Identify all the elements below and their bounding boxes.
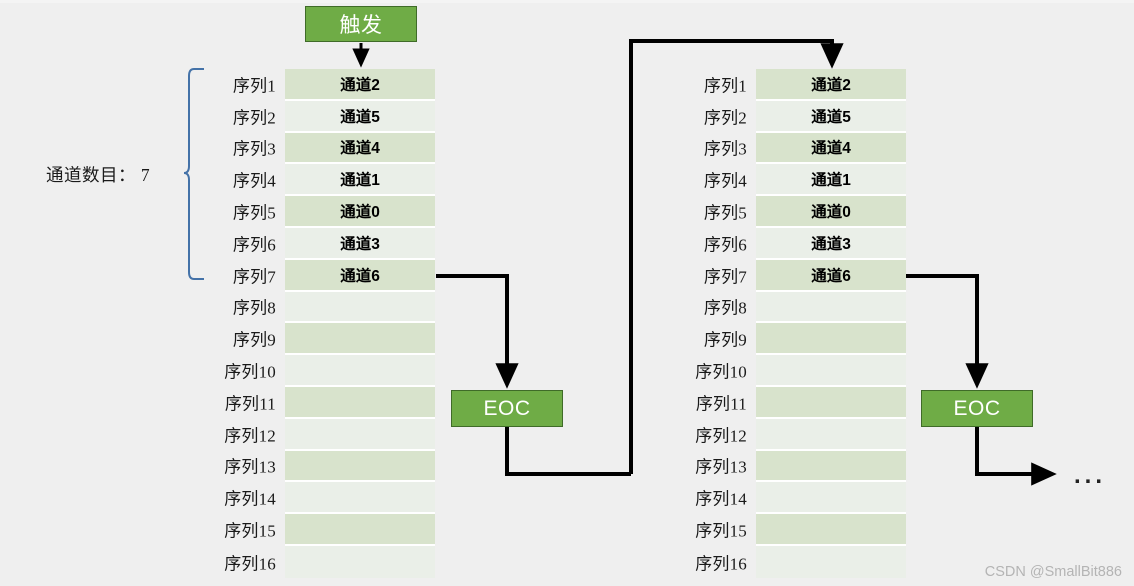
sequence-table-left: 序列1 通道2 序列2 通道5 序列3 通道4 序列4 通道1 序列5 通道0 序列6 通道3 序列7 通… bbox=[224, 69, 435, 578]
sequence-table-right: 序列1 通道2 序列2 通道5 序列3 通道4 序列4 通道1 序列5 通道0 序列6 通道3 序列7 通… bbox=[695, 69, 906, 578]
left-table-row[interactable]: 序列1 通道2 bbox=[233, 69, 435, 101]
right-table-row[interactable]: 序列14 bbox=[695, 482, 906, 515]
right-table-channel-cell: 通道2 bbox=[811, 76, 851, 94]
top-strip bbox=[0, 0, 1134, 3]
right-table-sequence-label: 序列10 bbox=[695, 362, 747, 382]
left-table-sequence-label: 序列1 bbox=[232, 76, 276, 96]
right-table-sequence-label: 序列7 bbox=[703, 267, 747, 287]
left-table-row[interactable]: 序列16 bbox=[224, 545, 435, 578]
right-table-channel-cell: 通道5 bbox=[811, 108, 851, 126]
right-table-row[interactable]: 序列4 通道1 bbox=[704, 164, 906, 197]
right-table-channel-cell: 通道1 bbox=[811, 172, 851, 190]
right-table-row[interactable]: 序列2 通道5 bbox=[704, 100, 906, 133]
right-table-row[interactable]: 序列6 通道3 bbox=[704, 227, 906, 260]
left-table-row[interactable]: 序列15 bbox=[224, 514, 435, 546]
left-table-row[interactable]: 序列8 bbox=[233, 291, 435, 324]
left-table-sequence-label: 序列11 bbox=[224, 394, 276, 414]
left-table-sequence-label: 序列15 bbox=[224, 521, 276, 541]
arrow-eoc-right-to-next bbox=[975, 427, 1057, 486]
eoc-box-left[interactable]: EOC bbox=[451, 390, 563, 427]
right-table-sequence-label: 序列11 bbox=[695, 394, 747, 414]
right-table-sequence-label: 序列13 bbox=[695, 457, 747, 477]
left-table-sequence-label: 序列13 bbox=[224, 457, 276, 477]
channel-count-bracket bbox=[183, 68, 204, 280]
left-table-sequence-label: 序列2 bbox=[232, 108, 276, 128]
left-table-row[interactable]: 序列10 bbox=[224, 355, 435, 387]
line-eoc-left-feedback bbox=[505, 427, 631, 476]
right-table-sequence-label: 序列16 bbox=[695, 554, 747, 574]
right-table-channel-cell: 通道4 bbox=[811, 140, 851, 158]
right-table-row[interactable]: 序列15 bbox=[695, 514, 906, 546]
right-table-channel-cell: 通道0 bbox=[811, 204, 851, 222]
right-table-row[interactable]: 序列16 bbox=[695, 545, 906, 578]
left-table-channel-cell: 通道1 bbox=[340, 172, 380, 190]
right-table-sequence-label: 序列14 bbox=[695, 489, 747, 509]
arrow-left-table-to-eoc bbox=[436, 274, 519, 389]
left-table-sequence-label: 序列10 bbox=[224, 362, 276, 382]
left-table-row[interactable]: 序列14 bbox=[224, 482, 435, 515]
left-table-channel-cell: 通道6 bbox=[340, 267, 380, 285]
left-table-sequence-label: 序列9 bbox=[232, 330, 276, 350]
left-table-row[interactable]: 序列11 bbox=[225, 386, 435, 419]
left-table-sequence-label: 序列12 bbox=[224, 426, 276, 446]
right-table-row[interactable]: 序列13 bbox=[695, 450, 906, 483]
left-table-channel-cell: 通道0 bbox=[340, 204, 380, 222]
left-table-row[interactable]: 序列4 通道1 bbox=[233, 164, 435, 197]
trigger-box[interactable]: 触发 bbox=[305, 6, 417, 42]
right-table-sequence-label: 序列4 bbox=[703, 171, 747, 191]
right-table-sequence-label: 序列12 bbox=[695, 426, 747, 446]
right-table-row[interactable]: 序列8 bbox=[704, 291, 906, 324]
left-table-channel-cell: 通道2 bbox=[340, 76, 380, 94]
right-table-sequence-label: 序列2 bbox=[703, 108, 747, 128]
right-table-sequence-label: 序列5 bbox=[703, 203, 747, 223]
right-table-row[interactable]: 序列10 bbox=[695, 355, 906, 387]
left-table-sequence-label: 序列3 bbox=[232, 139, 276, 159]
left-table-sequence-label: 序列5 bbox=[232, 203, 276, 223]
left-table-sequence-label: 序列4 bbox=[232, 171, 276, 191]
left-table-row[interactable]: 序列7 通道6 bbox=[233, 259, 435, 292]
right-table-row[interactable]: 序列9 bbox=[704, 323, 906, 356]
left-table-row[interactable]: 序列2 通道5 bbox=[233, 100, 435, 133]
left-table-sequence-label: 序列16 bbox=[224, 554, 276, 574]
right-table-row[interactable]: 序列1 通道2 bbox=[704, 69, 906, 101]
right-table-sequence-label: 序列3 bbox=[703, 139, 747, 159]
watermark: CSDN @SmallBit886 bbox=[984, 564, 1122, 580]
right-table-channel-cell: 通道3 bbox=[811, 235, 851, 253]
right-table-row[interactable]: 序列11 bbox=[696, 386, 906, 419]
left-table-sequence-label: 序列7 bbox=[232, 267, 276, 287]
right-table-row[interactable]: 序列12 bbox=[695, 418, 906, 451]
left-table-row[interactable]: 序列12 bbox=[224, 418, 435, 451]
left-table-row[interactable]: 序列5 通道0 bbox=[233, 196, 435, 228]
left-table-sequence-label: 序列8 bbox=[232, 298, 276, 318]
eoc-box-right[interactable]: EOC bbox=[921, 390, 1033, 427]
left-table-sequence-label: 序列14 bbox=[224, 489, 276, 509]
right-table-row[interactable]: 序列3 通道4 bbox=[704, 132, 906, 165]
left-table-sequence-label: 序列6 bbox=[232, 235, 276, 255]
right-table-sequence-label: 序列6 bbox=[703, 235, 747, 255]
continuation-ellipsis: ... bbox=[1074, 462, 1107, 489]
right-table-channel-cell: 通道6 bbox=[811, 267, 851, 285]
left-table-row[interactable]: 序列6 通道3 bbox=[233, 227, 435, 260]
left-table-row[interactable]: 序列9 bbox=[233, 323, 435, 356]
right-table-sequence-label: 序列8 bbox=[703, 298, 747, 318]
channel-count-label: 通道数目： 7 bbox=[46, 165, 151, 185]
arrow-right-table-to-eoc bbox=[906, 274, 989, 389]
right-table-sequence-label: 序列1 bbox=[703, 76, 747, 96]
left-table-channel-cell: 通道3 bbox=[340, 235, 380, 253]
right-table-row[interactable]: 序列7 通道6 bbox=[704, 259, 906, 292]
left-table-channel-cell: 通道4 bbox=[340, 140, 380, 158]
right-table-sequence-label: 序列9 bbox=[703, 330, 747, 350]
left-table-channel-cell: 通道5 bbox=[340, 108, 380, 126]
right-table-sequence-label: 序列15 bbox=[695, 521, 747, 541]
right-table-row[interactable]: 序列5 通道0 bbox=[704, 196, 906, 228]
left-table-row[interactable]: 序列3 通道4 bbox=[233, 132, 435, 165]
left-table-row[interactable]: 序列13 bbox=[224, 450, 435, 483]
